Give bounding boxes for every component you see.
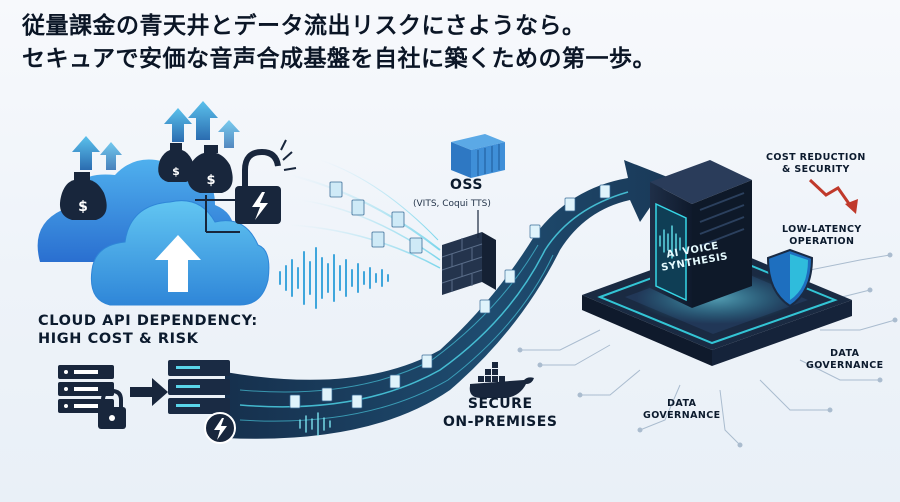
broken-lock-icon xyxy=(195,139,297,233)
lock-icon xyxy=(98,388,126,429)
governance-b-line-1: DATA xyxy=(667,398,697,409)
latency-line-2: OPERATION xyxy=(789,236,855,247)
secure-line-1: SECURE xyxy=(467,396,533,412)
docker-whale-icon xyxy=(469,362,534,398)
cloud-upload-icon xyxy=(90,200,270,306)
cost-line-1: COST REDUCTION xyxy=(766,152,866,163)
circuit-lines xyxy=(517,252,898,448)
cloud-dependency-label: CLOUD API DEPENDENCY: HIGH COST & RISK xyxy=(38,312,258,348)
container-box-icon xyxy=(451,134,505,238)
headline: 従量課金の青天井とデータ流出リスクにさようなら。 セキュアで安価な音声合成基盤を… xyxy=(22,10,656,76)
secure-on-premises-label: SECURE ON-PREMISES xyxy=(443,395,557,431)
local-server-icon xyxy=(168,360,236,444)
server-rack-icon xyxy=(58,365,114,413)
data-stream xyxy=(289,159,441,269)
firewall-wall-icon xyxy=(441,232,496,295)
oss-label: OSS xyxy=(450,177,483,193)
governance-a-line-2: GOVERNANCE xyxy=(806,360,884,371)
cost-down-arrow-icon xyxy=(808,178,858,214)
money-bag-icon: $ xyxy=(158,143,194,182)
data-governance-label-bottom: DATA GOVERNANCE xyxy=(643,398,721,422)
governance-a-line-1: DATA xyxy=(830,348,860,359)
headline-line-2: セキュアで安価な音声合成基盤を自社に築くための第一歩。 xyxy=(22,46,657,72)
oss-subtitle: (VITS, Coqui TTS) xyxy=(413,199,491,209)
money-bag-icon: $ xyxy=(59,172,107,220)
cloud-dependency-line-1: CLOUD API DEPENDENCY: xyxy=(38,313,258,329)
ai-server-icon xyxy=(650,160,752,308)
data-governance-label-right: DATA GOVERNANCE xyxy=(806,348,884,372)
secure-line-2: ON-PREMISES xyxy=(443,414,558,430)
security-shield-icon xyxy=(766,248,814,308)
cost-increase-arrow-icon xyxy=(72,101,240,170)
governance-b-line-2: GOVERNANCE xyxy=(643,410,721,421)
cloud-dependency-line-2: HIGH COST & RISK xyxy=(38,331,199,347)
cost-line-2: & SECURITY xyxy=(781,164,850,175)
svg-text:$: $ xyxy=(172,165,180,178)
cost-reduction-label: COST REDUCTION & SECURITY xyxy=(766,152,866,176)
arrow-right-icon xyxy=(130,378,168,406)
latency-line-1: LOW-LATENCY xyxy=(782,224,862,235)
svg-text:$: $ xyxy=(206,173,215,188)
svg-text:$: $ xyxy=(78,199,88,215)
data-flow-band xyxy=(225,160,670,439)
sound-waveform xyxy=(279,247,389,309)
low-latency-label: LOW-LATENCY OPERATION xyxy=(782,224,862,248)
headline-line-1: 従量課金の青天井とデータ流出リスクにさようなら。 xyxy=(22,13,586,39)
money-bag-icon: $ xyxy=(187,145,233,193)
